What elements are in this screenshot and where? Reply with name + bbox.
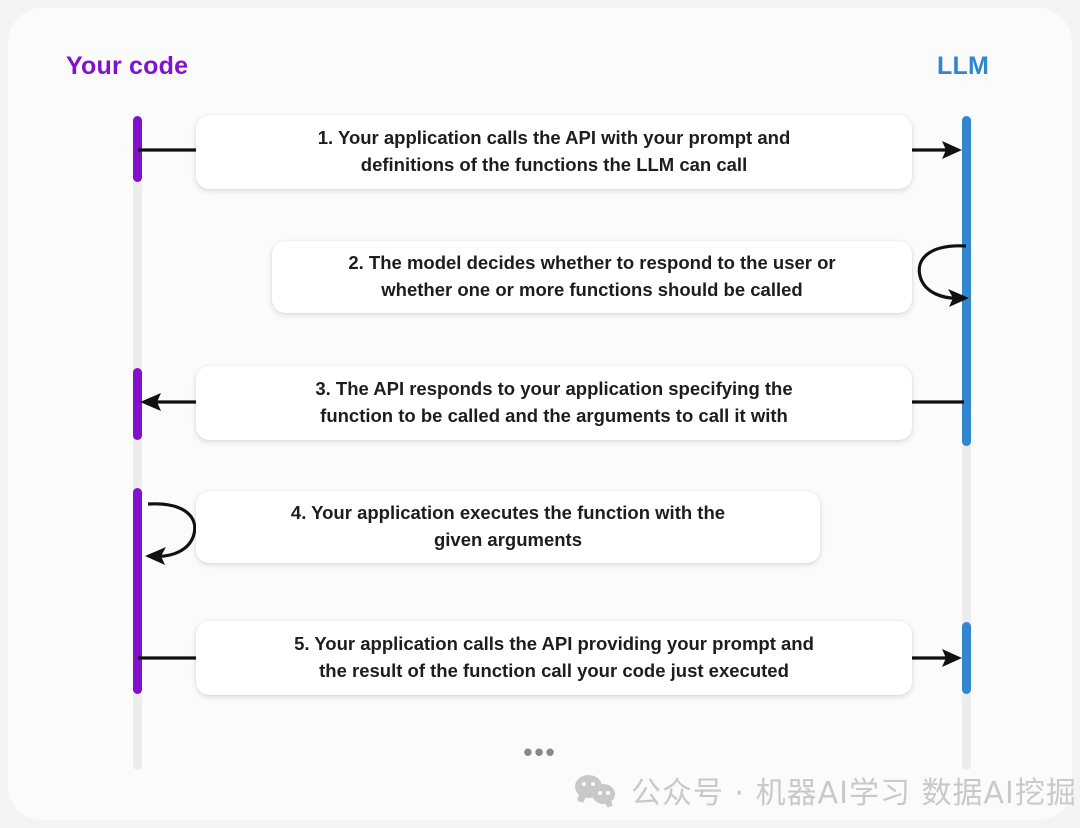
step-text-3: 3. The API responds to your application … [315, 378, 793, 426]
step-box-5[interactable]: 5. Your application calls the API provid… [196, 621, 912, 695]
wechat-icon [575, 773, 617, 807]
activation-right-step1-3 [962, 116, 971, 446]
watermark-text: 公众号 · 机器AI学习 数据AI挖掘 [631, 776, 1077, 811]
step-text-4: 4. Your application executes the functio… [290, 502, 726, 550]
actor-label-your-code: Your code [66, 52, 189, 80]
arrow-step2-self-loop-llm [917, 244, 969, 307]
step-box-1[interactable]: 1. Your application calls the API with y… [196, 115, 912, 189]
step-box-2[interactable]: 2. The model decides whether to respond … [272, 241, 912, 313]
lifeline-your-code [133, 116, 142, 770]
step-box-4[interactable]: 4. Your application executes the functio… [196, 491, 820, 563]
arrow-step4-self-loop-your-code [145, 502, 197, 565]
activation-right-step5 [962, 622, 971, 694]
continuation-ellipsis: ••• [523, 737, 557, 767]
activation-left-step3 [133, 368, 142, 440]
actor-label-llm: LLM [937, 52, 989, 80]
step-text-5: 5. Your application calls the API provid… [294, 633, 814, 681]
step-box-3[interactable]: 3. The API responds to your application … [196, 366, 912, 440]
step-text-2: 2. The model decides whether to respond … [348, 252, 836, 300]
activation-left-step4-5 [133, 488, 142, 694]
step-text-1: 1. Your application calls the API with y… [317, 127, 791, 175]
watermark: 公众号 · 机器AI学习 数据AI挖掘 [575, 768, 1077, 812]
activation-left-step1 [133, 116, 142, 182]
